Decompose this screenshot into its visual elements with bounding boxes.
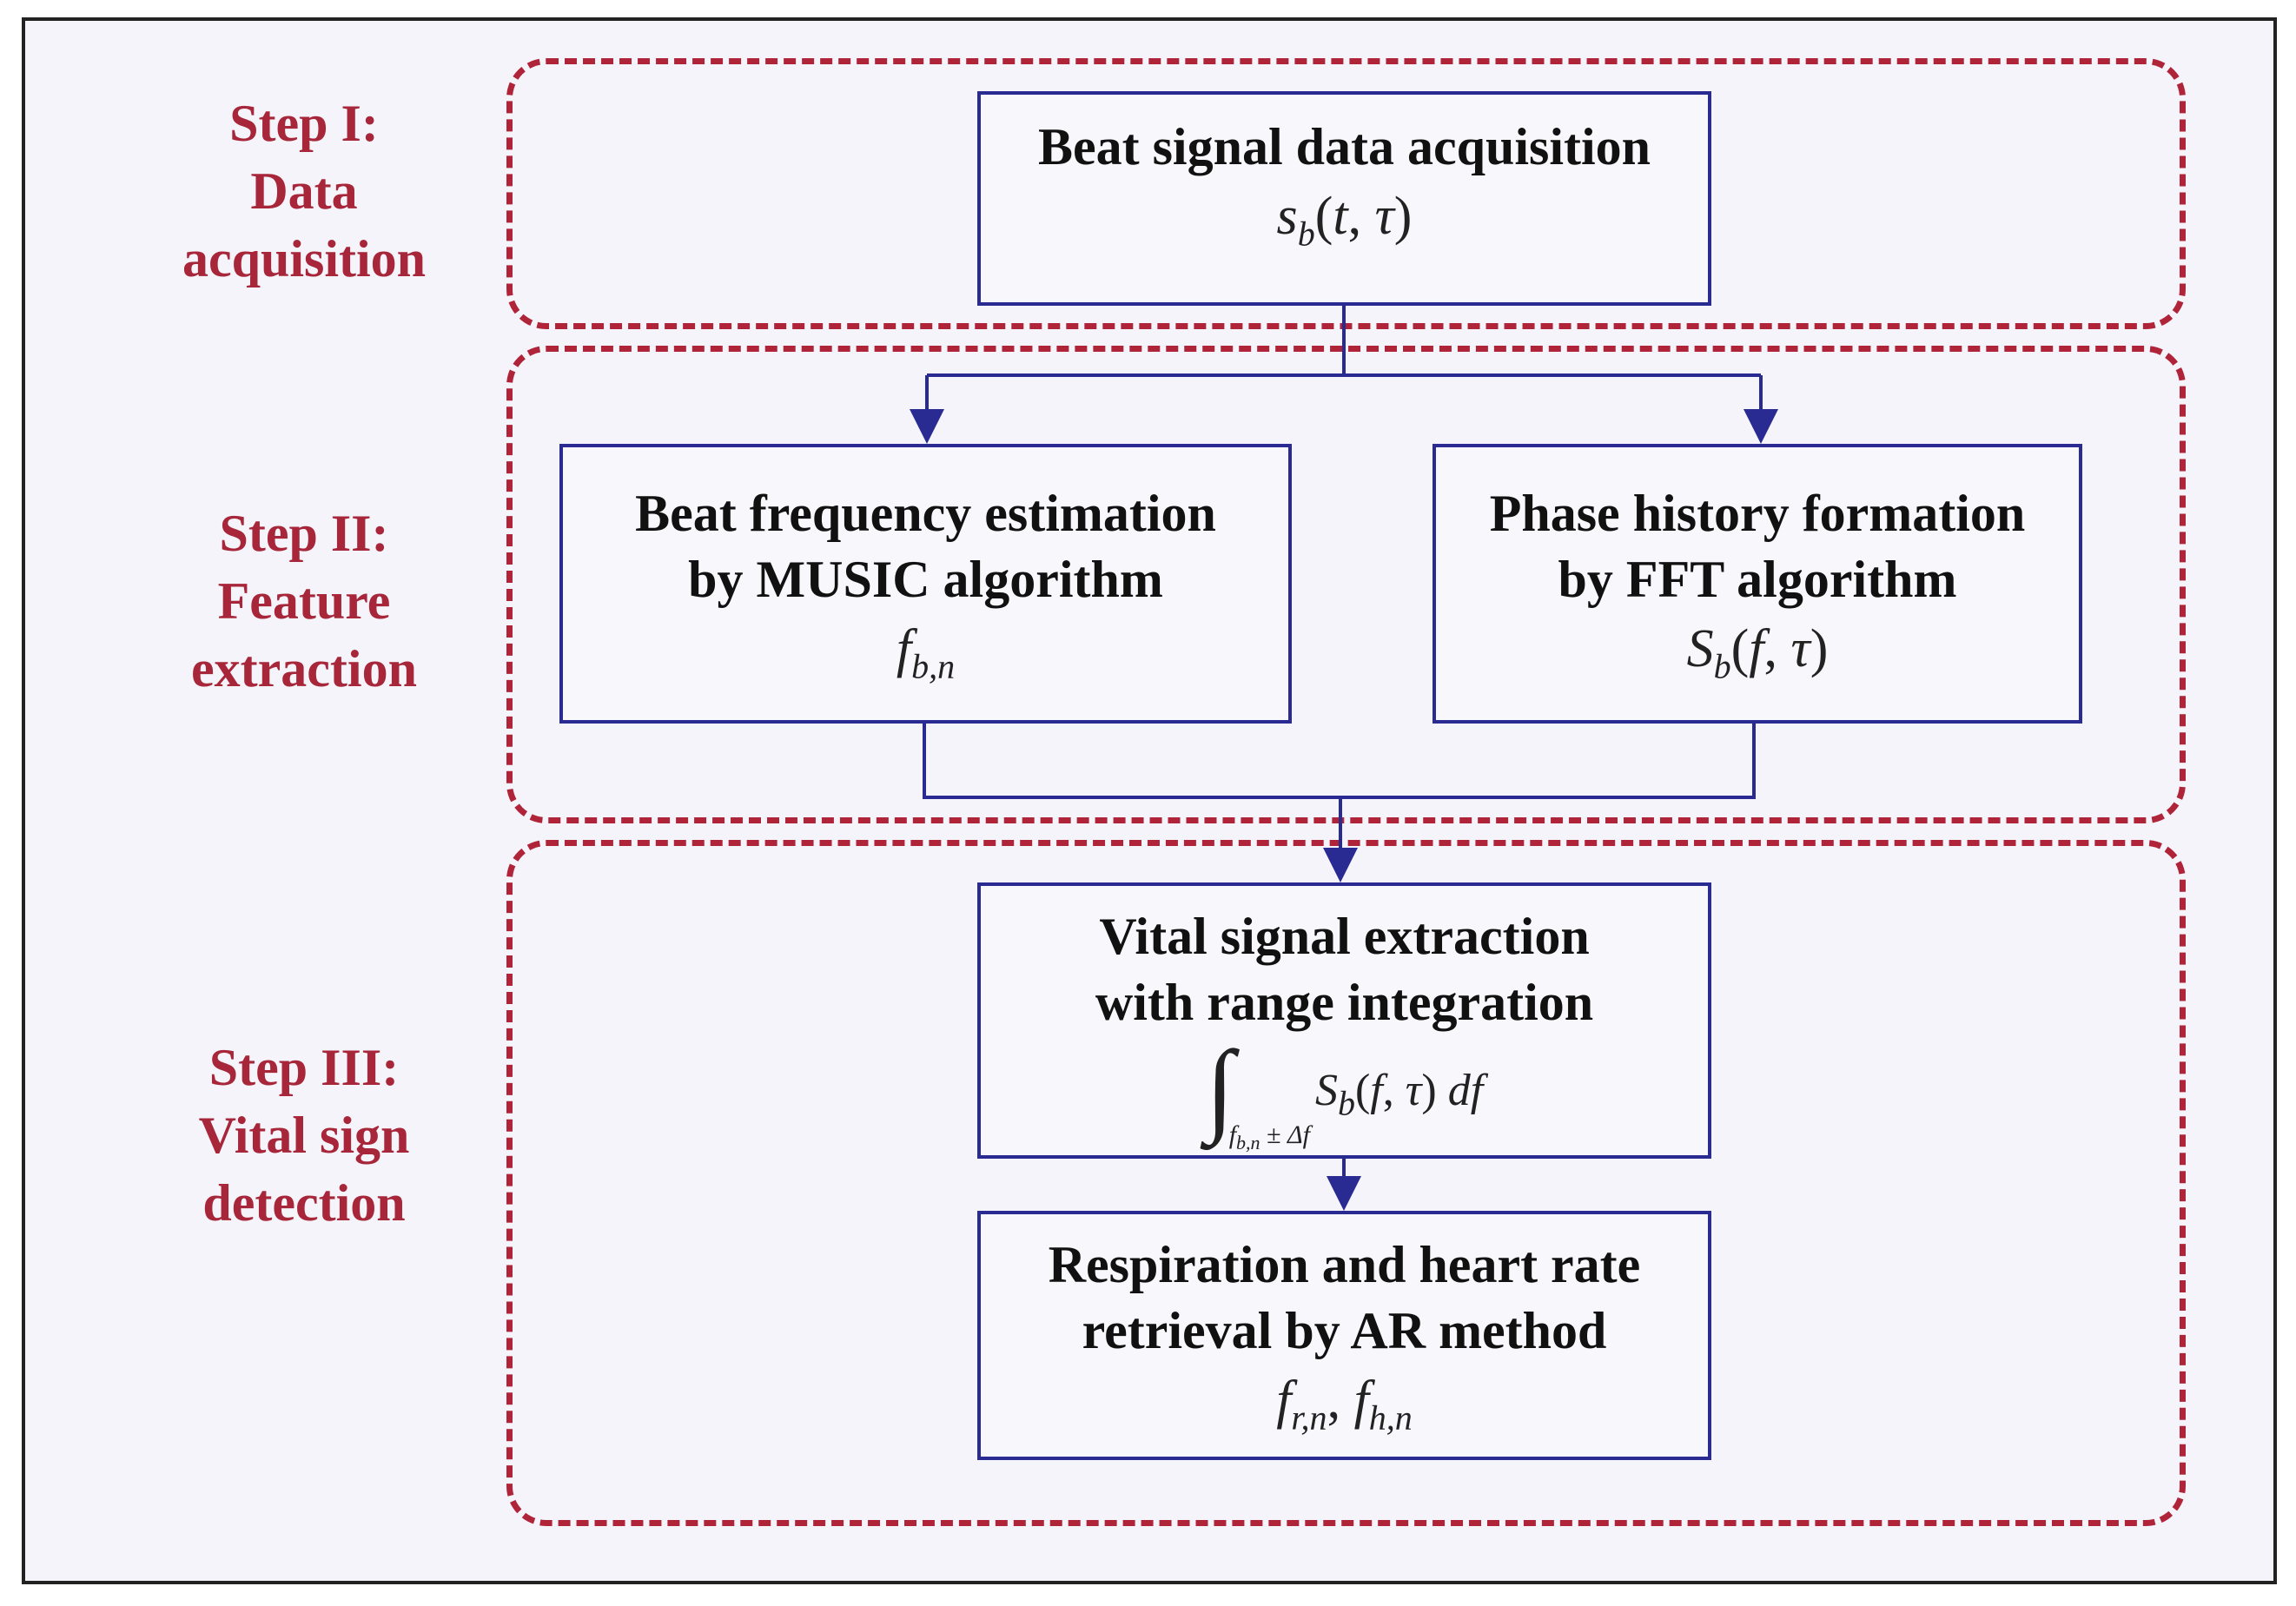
retrieval-title: Respiration and heart rate retrieval by … bbox=[981, 1232, 1708, 1364]
step-3-label: Step III: Vital sign detection bbox=[113, 1034, 495, 1237]
step-1-name-line2: acquisition bbox=[182, 230, 427, 287]
retrieval-equation: fr,n, fh,n bbox=[1276, 1371, 1413, 1437]
music-title: Beat frequency estimation by MUSIC algor… bbox=[563, 480, 1288, 612]
step-3-name-line2: detection bbox=[202, 1174, 406, 1232]
split-line bbox=[927, 306, 1761, 377]
step-2-group bbox=[506, 346, 2186, 823]
step-3-group bbox=[506, 840, 2186, 1526]
music-box: Beat frequency estimation by MUSIC algor… bbox=[559, 444, 1292, 724]
step-1-group bbox=[506, 58, 2186, 329]
step-2-name-line2: extraction bbox=[191, 640, 417, 697]
music-equation: fb,n bbox=[896, 619, 956, 686]
retrieval-title-line1: Respiration and heart rate bbox=[1048, 1236, 1641, 1293]
extraction-equation: ∫fb,n ± ΔfSb(f, τ) df bbox=[1205, 1029, 1484, 1154]
extraction-title: Vital signal extraction with range integ… bbox=[981, 903, 1708, 1035]
step-3-title: Step III: bbox=[208, 1039, 400, 1096]
fft-title-line1: Phase history formation bbox=[1489, 485, 2026, 542]
acquisition-title: Beat signal data acquisition bbox=[1037, 118, 1651, 175]
extraction-box: Vital signal extraction with range integ… bbox=[977, 882, 1711, 1159]
step-2-title: Step II: bbox=[219, 505, 389, 562]
acquisition-box: Beat signal data acquisition sb(t, τ) bbox=[977, 91, 1711, 306]
music-title-line2: by MUSIC algorithm bbox=[688, 551, 1163, 608]
acquisition-equation: sb(t, τ) bbox=[1276, 187, 1413, 254]
step-1-title: Step I: bbox=[229, 95, 379, 152]
fft-title: Phase history formation by FFT algorithm bbox=[1436, 480, 2079, 612]
step-2-label: Step II: Feature extraction bbox=[113, 499, 495, 703]
step-1-name-line1: Data bbox=[250, 162, 358, 220]
step-3-name-line1: Vital sign bbox=[198, 1107, 410, 1164]
retrieval-title-line2: retrieval by AR method bbox=[1082, 1302, 1607, 1359]
step-2-name-line1: Feature bbox=[217, 572, 391, 630]
extraction-title-line2: with range integration bbox=[1095, 974, 1594, 1031]
fft-equation: Sb(f, τ) bbox=[1686, 619, 1829, 686]
extraction-title-line1: Vital signal extraction bbox=[1099, 908, 1590, 965]
merge-line bbox=[923, 724, 1756, 799]
step-1-label: Step I: Data acquisition bbox=[113, 89, 495, 293]
fft-title-line2: by FFT algorithm bbox=[1558, 551, 1957, 608]
retrieval-box: Respiration and heart rate retrieval by … bbox=[977, 1211, 1711, 1460]
music-title-line1: Beat frequency estimation bbox=[635, 485, 1216, 542]
fft-box: Phase history formation by FFT algorithm… bbox=[1433, 444, 2082, 724]
